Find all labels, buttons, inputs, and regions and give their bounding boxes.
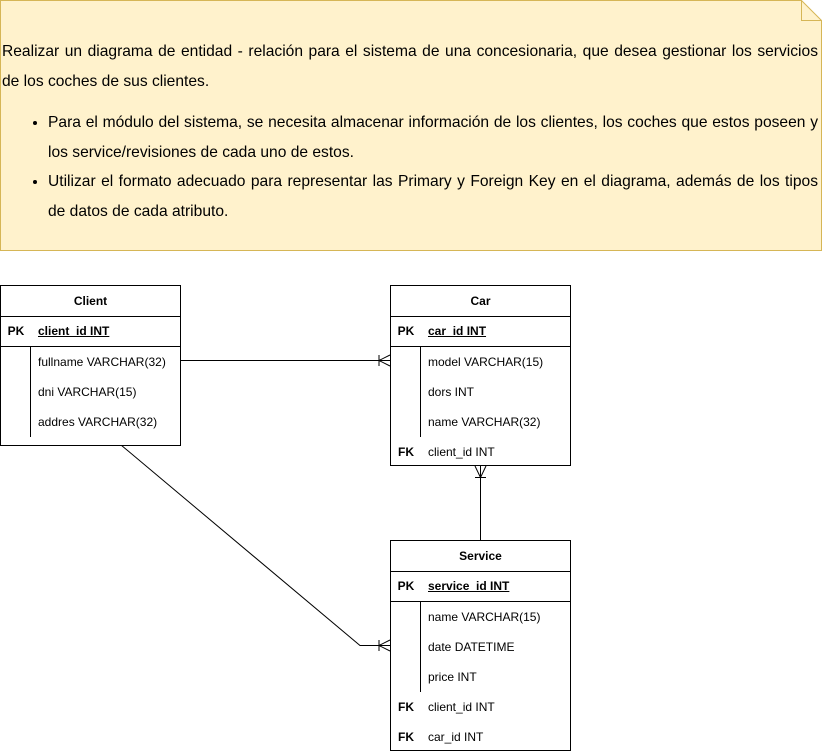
note-text: Realizar un diagrama de entidad - relaci… (2, 37, 818, 226)
rel-car-service-many-marker (474, 465, 487, 478)
pk-field: service_id INT (428, 579, 510, 593)
fk-field: client_id INT (428, 700, 495, 714)
entity-title: Service (459, 549, 502, 563)
fk-label: FK (398, 445, 414, 459)
pk-row: PK car_id INT (391, 316, 570, 347)
attribute-list: model VARCHAR(15) dors INT name VARCHAR(… (391, 347, 570, 437)
attr-field: model VARCHAR(15) (428, 355, 544, 369)
note-intro: Realizar un diagrama de entidad - relaci… (2, 43, 818, 90)
note-bullet-2: Utilizar el formato adecuado para repres… (48, 167, 818, 226)
entity-service[interactable]: Service PK service_id INT name VARCHAR(1… (390, 540, 571, 751)
entity-client[interactable]: Client PK client_id INT fullname VARCHAR… (0, 285, 181, 446)
requirements-note: Realizar un diagrama de entidad - relaci… (0, 0, 822, 251)
attr-row: model VARCHAR(15) (391, 347, 570, 377)
attr-field: fullname VARCHAR(32) (38, 355, 166, 369)
rel-client-service (120, 444, 390, 646)
attr-field: price INT (428, 670, 477, 684)
fk-row: FK client_id INT (391, 692, 570, 722)
attr-field: dors INT (428, 385, 475, 399)
attr-row: dors INT (391, 377, 570, 407)
pk-label: PK (7, 324, 25, 338)
pk-label: PK (397, 579, 415, 593)
attribute-list: fullname VARCHAR(32) dni VARCHAR(15) add… (1, 347, 180, 437)
note-bullet-list: Para el módulo del sistema, se necesita … (2, 108, 818, 226)
rel-client-car-many-marker (378, 354, 391, 367)
fk-row: FK car_id INT (391, 722, 570, 752)
pk-field: car_id INT (428, 324, 487, 338)
fk-label: FK (398, 700, 414, 714)
attribute-list: name VARCHAR(15) date DATETIME price INT (391, 602, 570, 692)
attr-row: name VARCHAR(15) (391, 602, 570, 632)
attr-field: addres VARCHAR(32) (38, 415, 158, 429)
note-bullet-1: Para el módulo del sistema, se necesita … (48, 108, 818, 167)
attr-row: dni VARCHAR(15) (1, 377, 180, 407)
entity-car[interactable]: Car PK car_id INT model VARCHAR(15) dors… (390, 285, 571, 466)
entity-title: Client (73, 294, 108, 308)
fk-field: client_id INT (428, 445, 495, 459)
attr-row: price INT (391, 662, 570, 692)
fk-label: FK (398, 730, 414, 744)
pk-row: PK service_id INT (391, 571, 570, 602)
entity-title: Car (470, 294, 491, 308)
pk-label: PK (397, 324, 415, 338)
fk-row: FK client_id INT (391, 437, 570, 467)
attr-field: name VARCHAR(32) (428, 415, 541, 429)
pk-row: PK client_id INT (1, 316, 180, 347)
attr-field: dni VARCHAR(15) (38, 385, 137, 399)
attr-field: name VARCHAR(15) (428, 610, 541, 624)
attr-field: date DATETIME (428, 640, 515, 654)
rel-client-service-many-marker (378, 639, 391, 652)
attr-row: name VARCHAR(32) (391, 407, 570, 437)
attr-row: addres VARCHAR(32) (1, 407, 180, 437)
attr-row: fullname VARCHAR(32) (1, 347, 180, 377)
pk-field: client_id INT (38, 324, 110, 338)
fk-field: car_id INT (428, 730, 484, 744)
attr-row: date DATETIME (391, 632, 570, 662)
